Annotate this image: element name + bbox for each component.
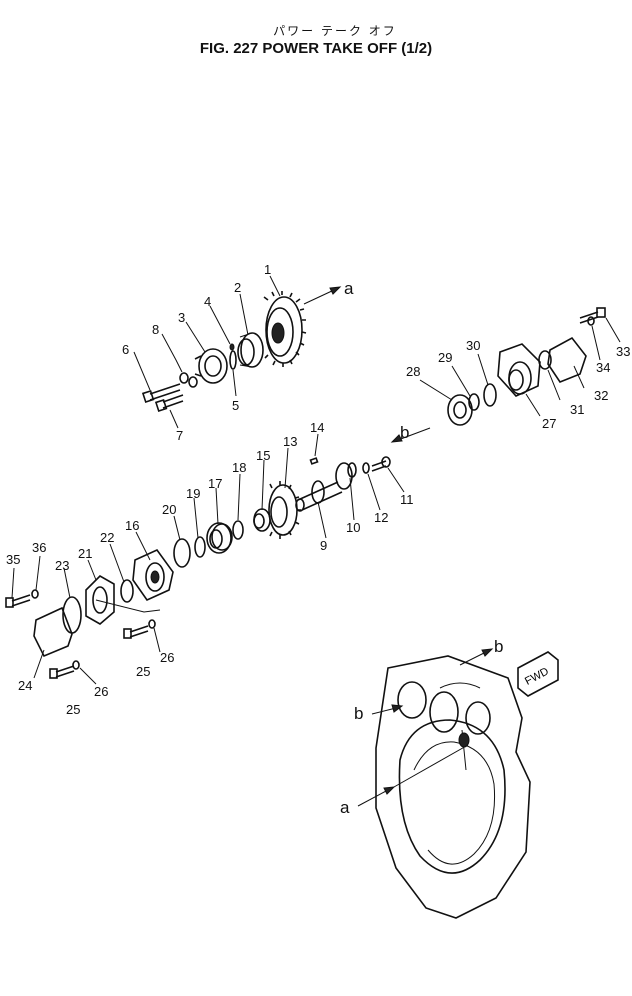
part-10-12-11-washers-bolt bbox=[347, 456, 391, 478]
callout-14: 14 bbox=[310, 420, 324, 435]
flywheel-housing bbox=[375, 655, 531, 919]
figure-title-japanese: パワー テーク オフ bbox=[273, 24, 397, 38]
part-9-shaft bbox=[295, 462, 353, 512]
part-30-o-ring bbox=[483, 383, 497, 407]
callout-18: 18 bbox=[232, 460, 246, 475]
part-25-26-bolts-lower bbox=[49, 619, 156, 679]
callout-29: 29 bbox=[438, 350, 452, 365]
callout-35: 35 bbox=[6, 552, 20, 567]
part-33-34-bolt-washer bbox=[579, 307, 606, 326]
arrow-a-housing: a bbox=[340, 744, 469, 817]
callout-11: 11 bbox=[400, 492, 414, 507]
callout-31: 31 bbox=[570, 402, 584, 417]
callout-2: 2 bbox=[234, 280, 241, 295]
callout-7: 7 bbox=[176, 428, 183, 443]
callout-numbers: 1 2 3 4 5 6 7 8 9 10 11 12 13 14 15 16 1… bbox=[6, 262, 630, 717]
callout-15: 15 bbox=[256, 448, 270, 463]
fwd-label: FWD bbox=[523, 665, 551, 687]
callout-5: 5 bbox=[232, 398, 239, 413]
callout-24: 24 bbox=[18, 678, 32, 693]
part-24-plate bbox=[33, 606, 73, 658]
callout-30: 30 bbox=[466, 338, 480, 353]
callout-17: 17 bbox=[208, 476, 222, 491]
callout-25b: 25 bbox=[66, 702, 80, 717]
callout-32: 32 bbox=[594, 388, 608, 403]
part-16-cover bbox=[132, 549, 174, 602]
part-14-key bbox=[309, 457, 319, 465]
part-4-5-rings bbox=[229, 343, 237, 370]
part-32-plate bbox=[547, 336, 587, 383]
arrow-b-mid: b bbox=[390, 423, 431, 443]
fwd-indicator: FWD bbox=[517, 651, 559, 697]
callout-12: 12 bbox=[374, 510, 388, 525]
callout-23: 23 bbox=[55, 558, 69, 573]
part-1-gear bbox=[263, 291, 307, 367]
callout-34: 34 bbox=[596, 360, 610, 375]
part-15-spacer bbox=[253, 508, 271, 532]
arrow-b-housing-left-label: b bbox=[354, 704, 363, 723]
part-22-o-ring bbox=[120, 579, 134, 603]
callout-26a: 26 bbox=[160, 650, 174, 665]
callout-28: 28 bbox=[406, 364, 420, 379]
part-6-7-8-bolts bbox=[141, 372, 198, 412]
figure-title-block: パワー テーク オフ FIG. 227 POWER TAKE OFF (1/2) bbox=[0, 22, 632, 57]
part-17-bearing bbox=[206, 522, 233, 554]
part-29-ring bbox=[468, 393, 480, 411]
part-23-o-ring bbox=[62, 596, 82, 634]
arrow-a-upper-label: a bbox=[344, 279, 354, 298]
arrow-b-mid-label: b bbox=[400, 423, 409, 442]
callout-13: 13 bbox=[283, 434, 297, 449]
arrow-b-housing-top-label: b bbox=[494, 637, 503, 656]
arrow-b-housing-top: b bbox=[459, 637, 503, 666]
part-3-bearing-retainer bbox=[194, 348, 228, 384]
part-35-36-bolt-washer bbox=[5, 589, 39, 608]
part-20-o-ring bbox=[173, 538, 191, 568]
arrow-b-housing-left: b bbox=[354, 704, 404, 723]
callout-16: 16 bbox=[125, 518, 139, 533]
callout-27: 27 bbox=[542, 416, 556, 431]
callout-26b: 26 bbox=[94, 684, 108, 699]
part-2-bearing bbox=[237, 332, 264, 368]
part-19-snap-ring bbox=[194, 536, 206, 558]
part-18-ring bbox=[232, 520, 244, 540]
leader-lines bbox=[11, 275, 621, 685]
part-21-cover bbox=[85, 575, 115, 625]
callout-20: 20 bbox=[162, 502, 176, 517]
callout-22: 22 bbox=[100, 530, 114, 545]
callout-3: 3 bbox=[178, 310, 185, 325]
part-31-o-ring bbox=[538, 350, 552, 370]
callout-9: 9 bbox=[320, 538, 327, 553]
callout-10: 10 bbox=[346, 520, 360, 535]
part-13-gear bbox=[268, 481, 301, 539]
figure-title: FIG. 227 POWER TAKE OFF (1/2) bbox=[199, 40, 433, 57]
callout-33: 33 bbox=[616, 344, 630, 359]
callout-1: 1 bbox=[264, 262, 271, 277]
callout-4: 4 bbox=[204, 294, 211, 309]
callout-19: 19 bbox=[186, 486, 200, 501]
callout-21: 21 bbox=[78, 546, 92, 561]
callout-36: 36 bbox=[32, 540, 46, 555]
callout-8: 8 bbox=[152, 322, 159, 337]
callout-6: 6 bbox=[122, 342, 129, 357]
callout-25a: 25 bbox=[136, 664, 150, 679]
arrow-a-upper: a bbox=[303, 279, 354, 305]
part-27-housing-cover bbox=[497, 343, 541, 397]
arrow-a-housing-label: a bbox=[340, 798, 350, 817]
